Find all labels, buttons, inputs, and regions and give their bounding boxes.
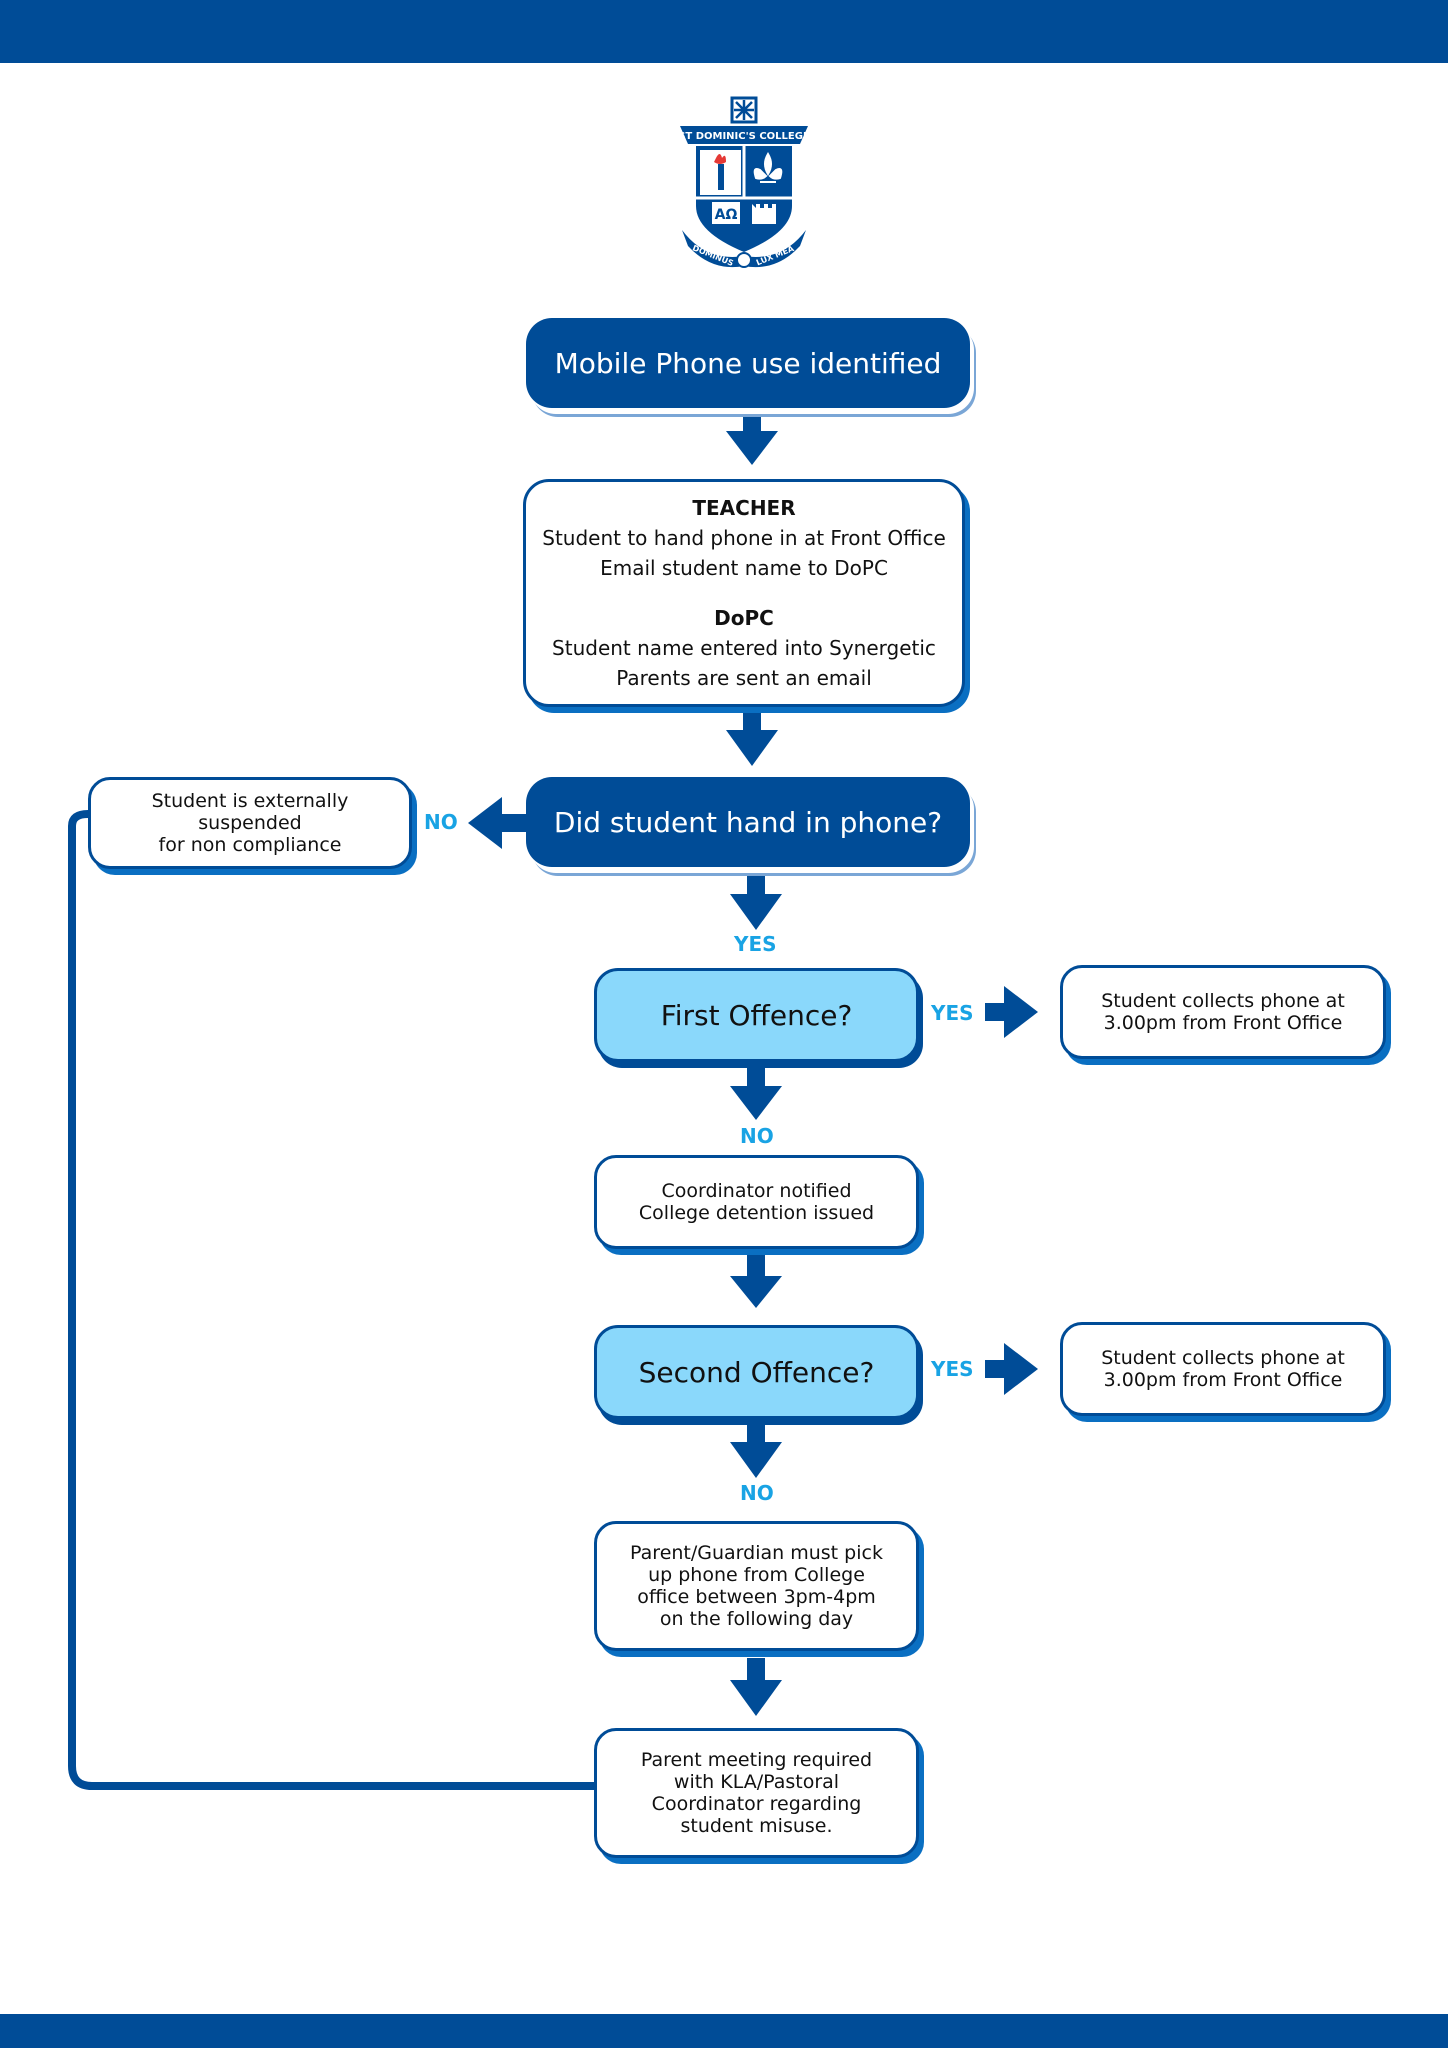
second-offence-decision: Second Offence?: [594, 1325, 919, 1419]
arrow-coordinator-to-second-head: [730, 1276, 782, 1308]
arrow-start-to-teacher: [743, 405, 761, 433]
bottom-banner: [0, 2014, 1448, 2048]
arrow-decision-to-suspended-head: [468, 797, 502, 849]
suspended-line-2: suspended: [198, 812, 302, 834]
meeting-line-1: Parent meeting required: [640, 1749, 873, 1771]
collect-phone-box-2: Student collects phone at 3.00pm from Fr…: [1060, 1322, 1386, 1416]
crest-motto-left: DOMINUS: [691, 243, 735, 268]
start-node-label: Mobile Phone use identified: [554, 346, 942, 380]
pickup-line-4: on the following day: [659, 1608, 854, 1630]
pickup-line-3: office between 3pm-4pm: [637, 1586, 876, 1608]
arrow-decision-to-suspended: [500, 814, 526, 832]
arrow-first-to-coordinator: [747, 1066, 765, 1090]
top-banner: [0, 0, 1448, 63]
meeting-line-2: with KLA/Pastoral: [673, 1771, 840, 1793]
label-yes-second: YES: [931, 1357, 974, 1381]
arrow-decision-to-first-head: [730, 894, 782, 930]
dopc-heading: DoPC: [714, 606, 774, 630]
coordinator-line-1: Coordinator notified: [661, 1180, 852, 1202]
connector-meeting-to-suspended: [68, 810, 596, 1790]
label-yes-hand-in: YES: [734, 932, 777, 956]
decision-hand-in-label: Did student hand in phone?: [553, 805, 943, 839]
meeting-line-4: student misuse.: [680, 1815, 833, 1837]
college-crest-logo: ST DOMINIC'S COLLEGE AΩ DOMINUS LUX MEA: [678, 96, 810, 268]
arrow-first-to-coordinator-head: [730, 1086, 782, 1120]
arrow-second-to-pickup-head: [730, 1442, 782, 1478]
crest-alpha-omega: AΩ: [715, 207, 738, 223]
arrow-pickup-to-meeting: [747, 1658, 765, 1682]
teacher-dopc-box: TEACHER Student to hand phone in at Fron…: [523, 479, 965, 707]
arrow-start-to-teacher-head: [726, 431, 778, 465]
parent-meeting-box: Parent meeting required with KLA/Pastora…: [594, 1728, 919, 1858]
label-no-first: NO: [740, 1124, 774, 1148]
arrow-coordinator-to-second: [747, 1252, 765, 1278]
pickup-line-2: up phone from College: [648, 1564, 865, 1586]
suspended-box: Student is externally suspended for non …: [88, 777, 412, 869]
meeting-line-3: Coordinator regarding: [651, 1793, 862, 1815]
arrow-second-to-pickup: [747, 1422, 765, 1446]
collect2-line-2: 3.00pm from Front Office: [1103, 1369, 1343, 1391]
arrow-second-to-collect2-head: [1004, 1343, 1038, 1395]
collect1-line-2: 3.00pm from Front Office: [1103, 1012, 1343, 1034]
teacher-line-1: Student to hand phone in at Front Office: [542, 526, 946, 550]
second-offence-label: Second Offence?: [638, 1355, 875, 1389]
label-no-suspend: NO: [424, 810, 458, 834]
coordinator-box: Coordinator notified College detention i…: [594, 1155, 919, 1249]
collect2-line-1: Student collects phone at: [1101, 1347, 1345, 1369]
arrow-teacher-to-decision: [743, 710, 761, 732]
crest-motto-right: LUX MEA: [755, 244, 796, 268]
dopc-line-2: Parents are sent an email: [616, 666, 872, 690]
crest-college-name: ST DOMINIC'S COLLEGE: [678, 131, 810, 142]
collect1-line-1: Student collects phone at: [1101, 990, 1345, 1012]
parent-pickup-box: Parent/Guardian must pick up phone from …: [594, 1521, 919, 1651]
suspended-line-3: for non compliance: [158, 834, 342, 856]
arrow-pickup-to-meeting-head: [730, 1680, 782, 1716]
collect-phone-box-1: Student collects phone at 3.00pm from Fr…: [1060, 965, 1386, 1059]
label-no-second: NO: [740, 1481, 774, 1505]
teacher-heading: TEACHER: [692, 496, 796, 520]
label-yes-first: YES: [931, 1001, 974, 1025]
teacher-line-2: Email student name to DoPC: [600, 556, 888, 580]
first-offence-label: First Offence?: [660, 998, 853, 1032]
arrow-decision-to-first: [747, 872, 765, 896]
dopc-line-1: Student name entered into Synergetic: [552, 636, 936, 660]
suspended-line-1: Student is externally: [151, 790, 349, 812]
coordinator-line-2: College detention issued: [638, 1202, 875, 1224]
pickup-line-1: Parent/Guardian must pick: [630, 1542, 883, 1564]
arrow-first-to-collect1-head: [1004, 986, 1038, 1038]
first-offence-decision: First Offence?: [594, 968, 919, 1062]
arrow-teacher-to-decision-head: [726, 730, 778, 766]
start-node: Mobile Phone use identified: [526, 318, 970, 408]
decision-hand-in-phone: Did student hand in phone?: [526, 777, 970, 867]
